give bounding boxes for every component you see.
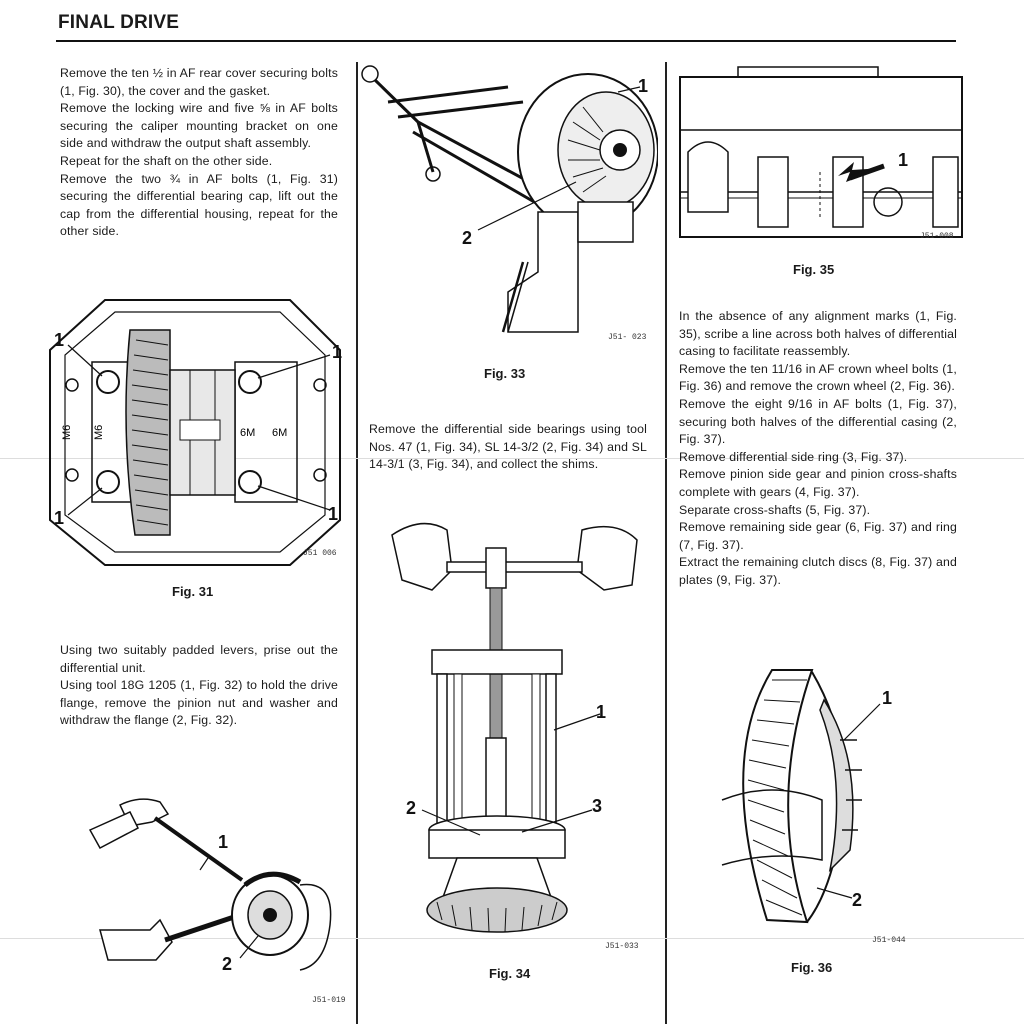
fig32-callout: 1 — [218, 832, 228, 852]
col3-text-block-1: In the absence of any alignment marks (1… — [679, 308, 957, 590]
header-rule — [56, 40, 956, 42]
col1-text-block-1: Remove the ten ½ in AF rear cover securi… — [60, 65, 338, 241]
paragraph: In the absence of any alignment marks (1… — [679, 309, 957, 359]
fig34-callout: 2 — [406, 798, 416, 818]
paragraph: Remove differential side ring (3, Fig. 3… — [679, 449, 908, 464]
fig32-callout: 2 — [222, 954, 232, 974]
paragraph: Repeat for the shaft on the other side. — [60, 153, 273, 168]
casting-mark: 6M — [272, 427, 287, 439]
fig34-caption: Fig. 34 — [489, 966, 531, 981]
paragraph: Remove pinion side gear and pinion cross… — [679, 467, 957, 499]
paragraph: Remove the two ¾ in AF bolts (1, Fig. 31… — [60, 171, 338, 239]
fig34-callout: 1 — [596, 702, 606, 722]
paragraph: Separate cross-shafts (5, Fig. 37). — [679, 502, 871, 517]
col1-text-block-2: Using two suitably padded levers, prise … — [60, 642, 338, 730]
fig31-illustration: M6 M6 6M 6M 1 1 1 1 — [40, 290, 350, 575]
fig33-callout: 2 — [462, 228, 472, 248]
fig32-code: J51-019 — [312, 996, 346, 1005]
paragraph: Using two suitably padded levers, prise … — [60, 643, 338, 675]
fig35-callout: 1 — [898, 150, 908, 170]
fig33-callout: 1 — [638, 76, 648, 96]
fig31-callout: 1 — [54, 330, 64, 350]
casting-mark: M6 — [61, 425, 73, 440]
fig31-callout: 1 — [328, 504, 338, 524]
fig33-code: J51- 023 — [608, 333, 647, 342]
fig31-callout: 1 — [332, 342, 342, 362]
fig31-caption: Fig. 31 — [172, 584, 214, 599]
paragraph: Remove the locking wire and five ⅝ in AF… — [60, 101, 338, 151]
fig32-illustration: 1 2 — [60, 790, 350, 980]
paragraph: Remove the ten ½ in AF rear cover securi… — [60, 66, 338, 98]
paragraph: Remove the eight 9/16 in AF bolts (1, Fi… — [679, 396, 957, 447]
fig33-illustration: 1 2 — [358, 62, 658, 342]
paragraph: Extract the remaining clutch discs (8, F… — [679, 555, 957, 587]
fig36-caption: Fig. 36 — [791, 960, 833, 975]
fig31-code: J51 006 — [303, 549, 337, 558]
casting-mark: M6 — [93, 425, 105, 440]
fig34-callout: 3 — [592, 796, 602, 816]
fig35-caption: Fig. 35 — [793, 262, 835, 277]
fig35-illustration: 1 — [678, 62, 968, 242]
column-divider-1 — [356, 62, 358, 1024]
fig35-code: J51-008 — [920, 232, 954, 241]
fig36-code: J51-044 — [872, 936, 906, 945]
paragraph: Remove the differential side bearings us… — [369, 422, 647, 472]
fig36-illustration: 1 2 — [712, 660, 912, 940]
scan-line — [0, 458, 1024, 459]
scan-line — [0, 938, 1024, 939]
fig31-callout: 1 — [54, 508, 64, 528]
fig33-caption: Fig. 33 — [484, 366, 526, 381]
paragraph: Remove remaining side gear (6, Fig. 37) … — [679, 520, 957, 552]
casting-mark: 6M — [240, 427, 255, 439]
fig36-callout: 2 — [852, 890, 862, 910]
page-title: FINAL DRIVE — [58, 12, 180, 33]
paragraph: Remove the ten 11/16 in AF crown wheel b… — [679, 361, 957, 394]
fig34-code: J51-033 — [605, 942, 639, 951]
col2-text-block-1: Remove the differential side bearings us… — [369, 421, 647, 474]
column-divider-2 — [665, 62, 667, 1024]
paragraph: Using tool 18G 1205 (1, Fig. 32) to hold… — [60, 678, 338, 728]
fig34-illustration: 1 2 3 — [382, 510, 652, 950]
fig36-callout: 1 — [882, 688, 892, 708]
